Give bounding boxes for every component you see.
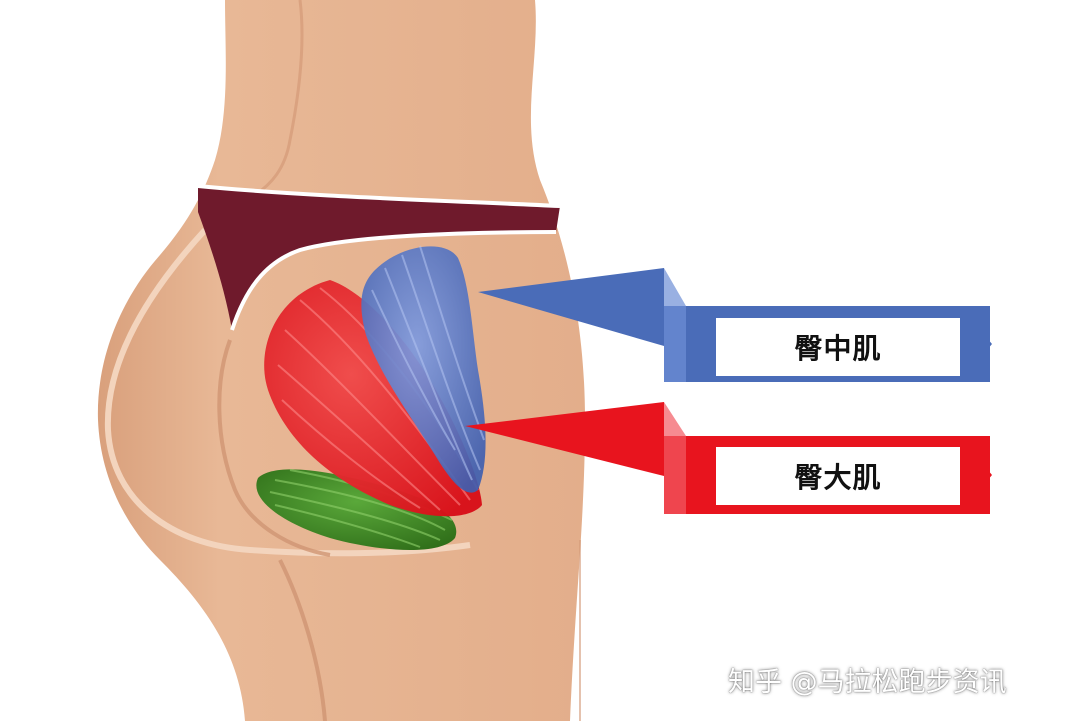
gluteus-maximus-label: 臀大肌 bbox=[716, 447, 960, 505]
gluteus-medius-muscle bbox=[361, 245, 486, 493]
gluteus-medius-label: 臀中肌 bbox=[716, 318, 960, 376]
underwear bbox=[197, 184, 561, 331]
watermark: 知乎 @马拉松跑步资讯 bbox=[728, 667, 1007, 698]
